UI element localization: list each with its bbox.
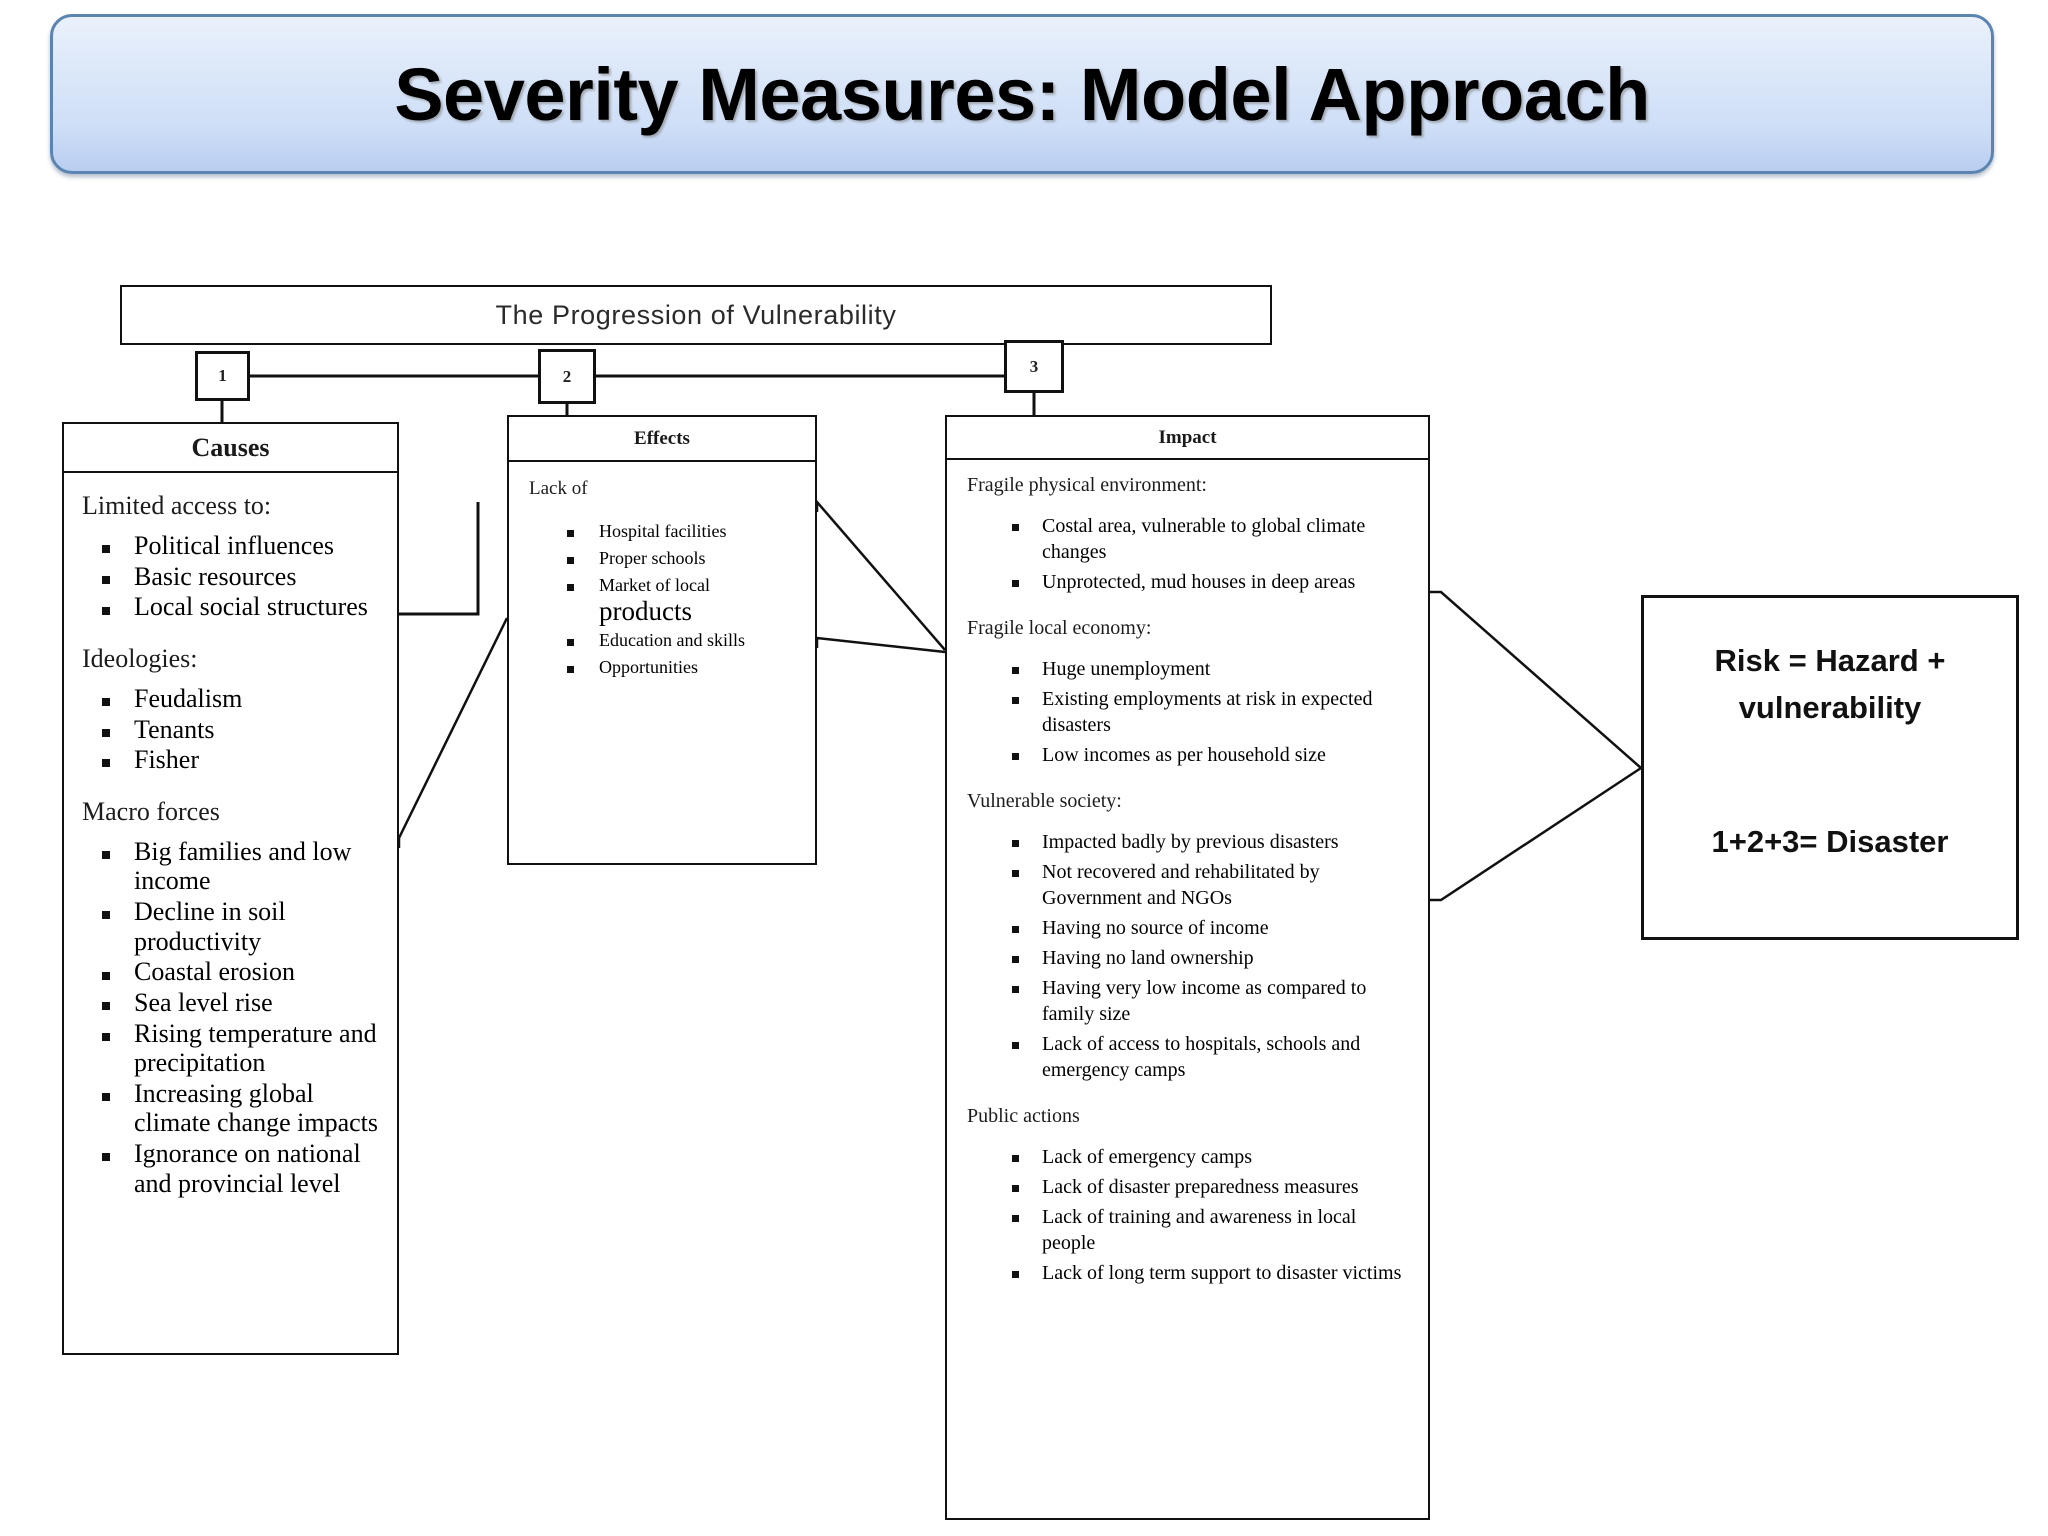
impact-box-body: Fragile physical environment: Costal are… xyxy=(947,460,1428,1518)
stage-number-2: 2 xyxy=(538,349,596,404)
list-item: Opportunities xyxy=(529,656,805,679)
list-item: Decline in soil productivity xyxy=(82,897,383,956)
list-item: Lack of long term support to disaster vi… xyxy=(967,1260,1414,1286)
page-title: Severity Measures: Model Approach xyxy=(394,52,1650,136)
effects-group-lead: Lack of xyxy=(529,478,588,499)
list-item-line-emphasis: products xyxy=(599,596,692,627)
list-item: Increasing global climate change impacts xyxy=(82,1079,383,1138)
list-item: Big families and low income xyxy=(82,837,383,896)
list-item: Coastal erosion xyxy=(82,957,383,987)
list-item: Local social structures xyxy=(82,592,383,622)
impact-group-lead: Public actions xyxy=(967,1105,1080,1127)
causes-group-lead: Macro forces xyxy=(82,796,220,826)
impact-group-lead: Fragile local economy: xyxy=(967,617,1152,639)
progression-header-bar: The Progression of Vulnerability xyxy=(120,285,1272,345)
impact-group-list: Impacted badly by previous disasters Not… xyxy=(967,829,1414,1083)
impact-group-list: Costal area, vulnerable to global climat… xyxy=(967,513,1414,595)
list-item: Existing employments at risk in expected… xyxy=(967,686,1414,738)
list-item: Ignorance on national and provincial lev… xyxy=(82,1139,383,1198)
list-item: Hospital facilities xyxy=(529,520,805,543)
list-item-line: Market of local xyxy=(599,575,710,596)
list-item: Political influences xyxy=(82,531,383,561)
list-item: Market of local products xyxy=(529,574,805,625)
impact-group-lead: Vulnerable society: xyxy=(967,790,1122,812)
causes-box-body: Limited access to: Political influences … xyxy=(64,473,397,1353)
list-item: Having very low income as compared to fa… xyxy=(967,975,1414,1027)
effects-group-list: Hospital facilities Proper schools Marke… xyxy=(529,520,805,680)
list-item: Education and skills xyxy=(529,629,805,652)
list-item: Tenants xyxy=(82,715,383,745)
progression-header-label: The Progression of Vulnerability xyxy=(495,299,897,330)
slide-title-banner: Severity Measures: Model Approach xyxy=(50,14,1994,174)
list-item: Not recovered and rehabilitated by Gover… xyxy=(967,859,1414,911)
list-item: Lack of disaster preparedness measures xyxy=(967,1174,1414,1200)
impact-group-list: Lack of emergency camps Lack of disaster… xyxy=(967,1144,1414,1286)
list-item: Basic resources xyxy=(82,562,383,592)
list-item: Having no land ownership xyxy=(967,945,1414,971)
list-item: Rising temperature and precipitation xyxy=(82,1019,383,1078)
causes-group-list: Political influences Basic resources Loc… xyxy=(82,531,383,622)
effects-box: Effects Lack of Hospital facilities Prop… xyxy=(507,415,817,865)
list-item: Fisher xyxy=(82,745,383,775)
impact-group-lead: Fragile physical environment: xyxy=(967,474,1207,496)
list-item: Lack of access to hospitals, schools and… xyxy=(967,1031,1414,1083)
list-item: Feudalism xyxy=(82,684,383,714)
impact-box: Impact Fragile physical environment: Cos… xyxy=(945,415,1430,1520)
causes-group-lead: Limited access to: xyxy=(82,491,272,520)
disaster-formula: 1+2+3= Disaster xyxy=(1711,824,1949,859)
list-item: Low incomes as per household size xyxy=(967,742,1414,768)
list-item: Proper schools xyxy=(529,547,805,570)
causes-box: Causes Limited access to: Political infl… xyxy=(62,422,399,1355)
causes-box-title: Causes xyxy=(64,424,397,473)
list-item: Impacted badly by previous disasters xyxy=(967,829,1414,855)
list-item: Lack of emergency camps xyxy=(967,1144,1414,1170)
list-item: Costal area, vulnerable to global climat… xyxy=(967,513,1414,565)
impact-group-list: Huge unemployment Existing employments a… xyxy=(967,656,1414,768)
list-item: Lack of training and awareness in local … xyxy=(967,1204,1414,1256)
list-item: Huge unemployment xyxy=(967,656,1414,682)
effects-box-title: Effects xyxy=(509,417,815,462)
stage-number-1: 1 xyxy=(195,351,250,401)
risk-formula: Risk = Hazard + vulnerability xyxy=(1714,643,1946,725)
list-item: Having no source of income xyxy=(967,915,1414,941)
causes-group-lead: Ideologies: xyxy=(82,643,198,673)
effects-box-body: Lack of Hospital facilities Proper schoo… xyxy=(509,462,815,863)
impact-box-title: Impact xyxy=(947,417,1428,460)
stage-number-3: 3 xyxy=(1004,340,1064,393)
list-item: Unprotected, mud houses in deep areas xyxy=(967,569,1414,595)
risk-equation-box: Risk = Hazard + vulnerability 1+2+3= Dis… xyxy=(1641,595,2019,940)
risk-equation-body: Risk = Hazard + vulnerability 1+2+3= Dis… xyxy=(1644,598,2016,937)
causes-group-list: Feudalism Tenants Fisher xyxy=(82,684,383,775)
causes-group-list: Big families and low income Decline in s… xyxy=(82,837,383,1199)
list-item: Sea level rise xyxy=(82,988,383,1018)
